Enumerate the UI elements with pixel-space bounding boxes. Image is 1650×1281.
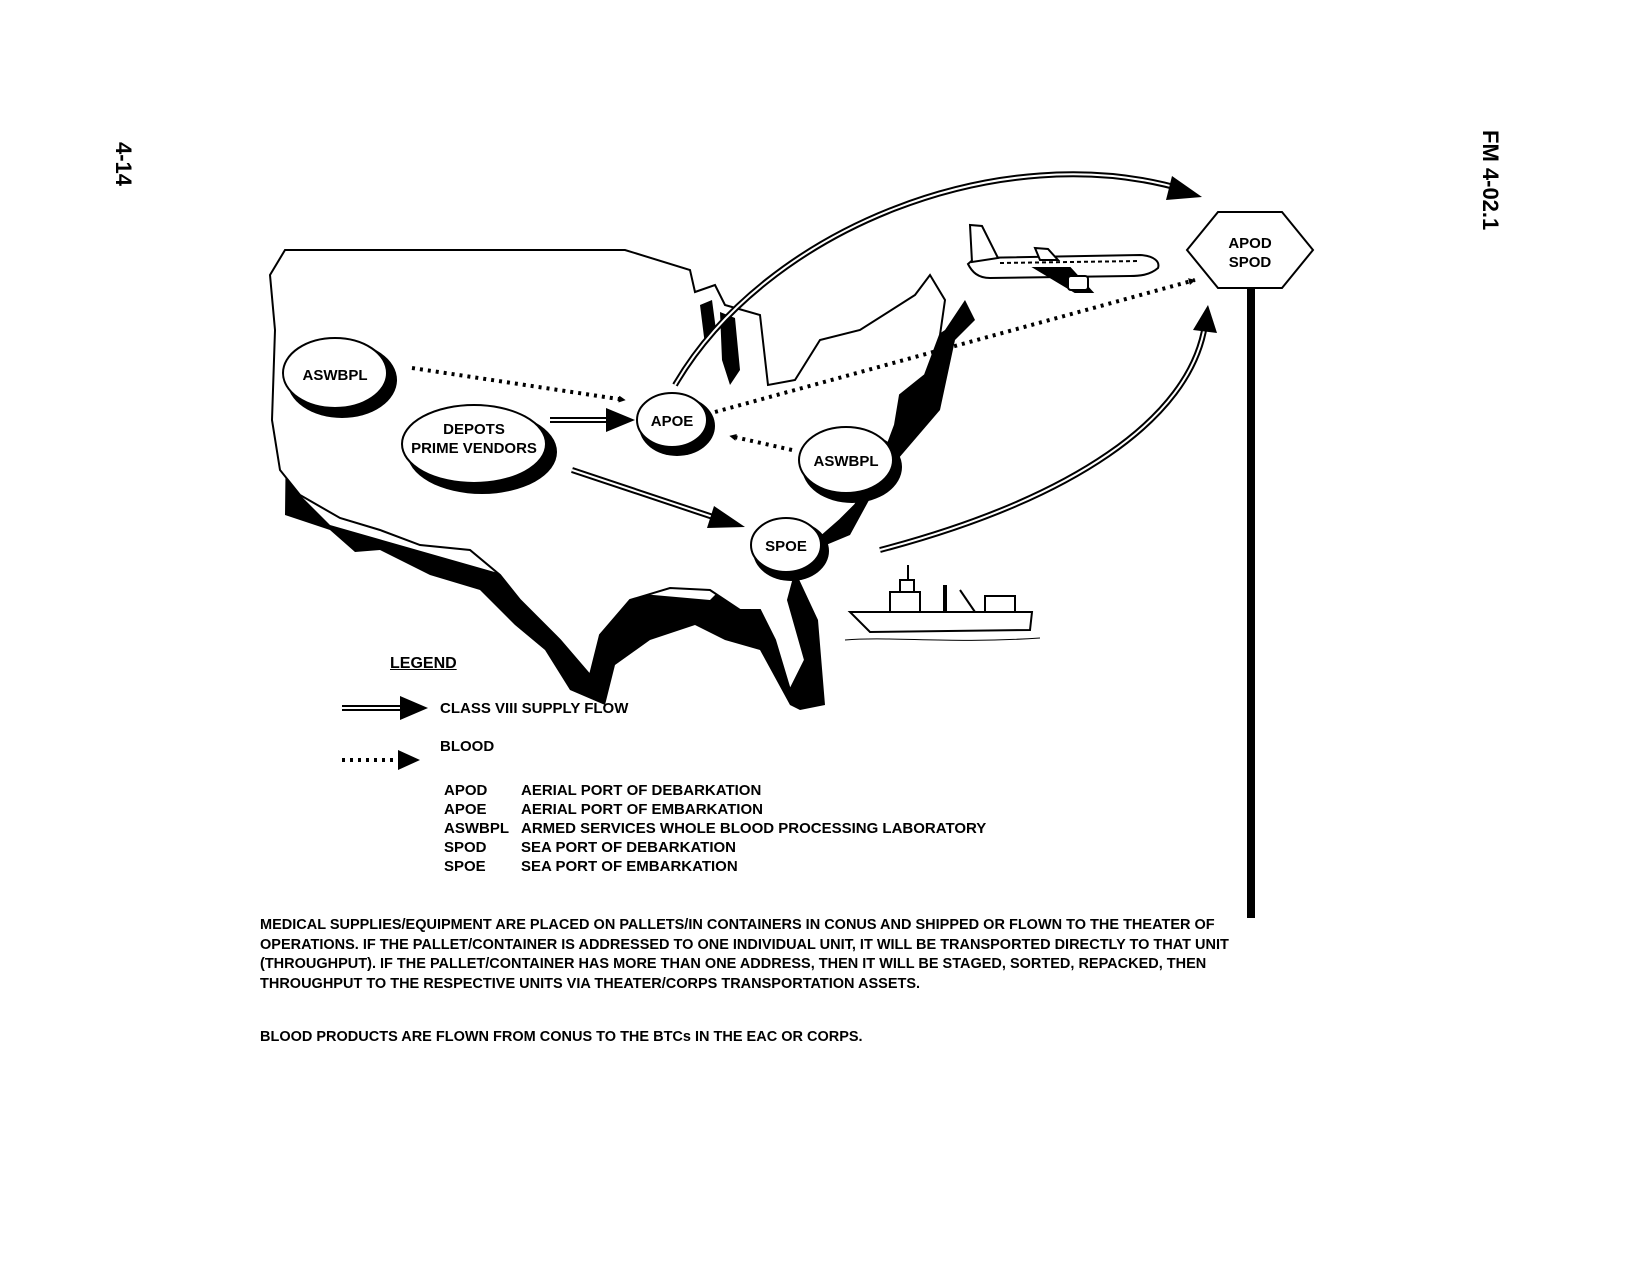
abbreviation-table: APOD AERIAL PORT OF DEBARKATION APOE AER…: [444, 782, 998, 877]
legend-supply-symbol: [342, 696, 428, 720]
map-shadow: [285, 262, 975, 710]
blood-flow-apoe-to-apod: [714, 278, 1196, 414]
abbreviation: SPOD: [444, 839, 487, 856]
node-aswbpl-east: ASWBPL: [798, 426, 902, 503]
node-label: ASWBPL: [814, 453, 879, 470]
supply-flows: [550, 171, 1217, 553]
abbreviation-meaning: SEA PORT OF EMBARKATION: [521, 858, 738, 875]
airplane-icon: [966, 223, 1160, 293]
great-lakes: [700, 300, 740, 385]
node-label: APOE: [651, 413, 694, 430]
ship-icon: [844, 565, 1041, 641]
supply-flow-spoe-to-spod: [879, 305, 1217, 553]
supply-flow-depots-to-apoe: [550, 408, 635, 432]
node-label-line1: DEPOTS: [443, 421, 505, 438]
sign-post: [1247, 285, 1255, 918]
node-label: SPOE: [765, 538, 807, 555]
node-apod-spod: APOD SPOD: [1185, 211, 1315, 918]
abbreviation-meaning: AERIAL PORT OF DEBARKATION: [521, 782, 762, 799]
node-label-line2: PRIME VENDORS: [411, 440, 537, 457]
supply-flow-apoe-to-apod: [672, 171, 1202, 387]
node-label-line2: SPOD: [1229, 254, 1272, 271]
node-apoe: APOE: [636, 392, 715, 456]
abbreviation-row: ASWBPL ARMED SERVICES WHOLE BLOOD PROCES…: [444, 820, 998, 839]
abbreviation: SPOE: [444, 858, 486, 875]
abbreviation-meaning: ARMED SERVICES WHOLE BLOOD PROCESSING LA…: [521, 820, 987, 837]
node-label-line1: APOD: [1228, 235, 1272, 252]
blood-flows: [411, 278, 1196, 452]
abbreviation-meaning: AERIAL PORT OF EMBARKATION: [521, 801, 763, 818]
note-paragraph-supplies: MEDICAL SUPPLIES/EQUIPMENT ARE PLACED ON…: [260, 917, 1229, 992]
node-aswbpl-west: ASWBPL: [282, 337, 397, 418]
note-paragraph-blood: BLOOD PRODUCTS ARE FLOWN FROM CONUS TO T…: [260, 1029, 863, 1045]
supply-flow-depots-to-spoe: [571, 467, 745, 528]
abbreviation: APOE: [444, 801, 487, 818]
map-land: [268, 249, 947, 693]
abbreviation: APOD: [444, 782, 488, 799]
abbreviation-meaning: SEA PORT OF DEBARKATION: [521, 839, 737, 856]
abbreviation-row: SPOE SEA PORT OF EMBARKATION: [444, 858, 998, 877]
legend-title: LEGEND: [390, 655, 457, 672]
abbreviation-row: APOD AERIAL PORT OF DEBARKATION: [444, 782, 998, 801]
node-label: ASWBPL: [303, 367, 368, 384]
legend-supply-flow-label: CLASS VIII SUPPLY FLOW: [440, 700, 629, 717]
abbreviation-row: SPOD SEA PORT OF DEBARKATION: [444, 839, 998, 858]
node-depots-prime-vendors: DEPOTS PRIME VENDORS: [401, 404, 557, 494]
legend-blood-label: BLOOD: [440, 738, 495, 755]
node-spoe: SPOE: [750, 517, 829, 581]
conus-map: [268, 249, 975, 710]
abbreviation-row: APOE AERIAL PORT OF EMBARKATION: [444, 801, 998, 820]
legend-blood-symbol: [342, 750, 420, 770]
blood-flow-aswbpl-east-to-apoe: [729, 433, 793, 452]
abbreviation: ASWBPL: [444, 820, 509, 837]
